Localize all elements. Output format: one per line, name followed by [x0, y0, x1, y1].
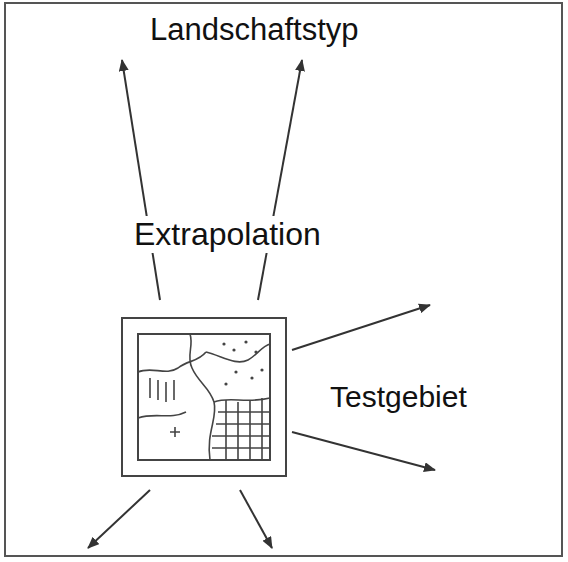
extrapolation-label: Extrapolation [130, 216, 325, 253]
test-area-label: Testgebiet [326, 380, 471, 415]
extrapolation-arrows [88, 60, 435, 548]
outer-frame [5, 3, 562, 556]
test-area-map [122, 318, 286, 476]
landscape-type-label: Landschaftstyp [146, 12, 363, 48]
